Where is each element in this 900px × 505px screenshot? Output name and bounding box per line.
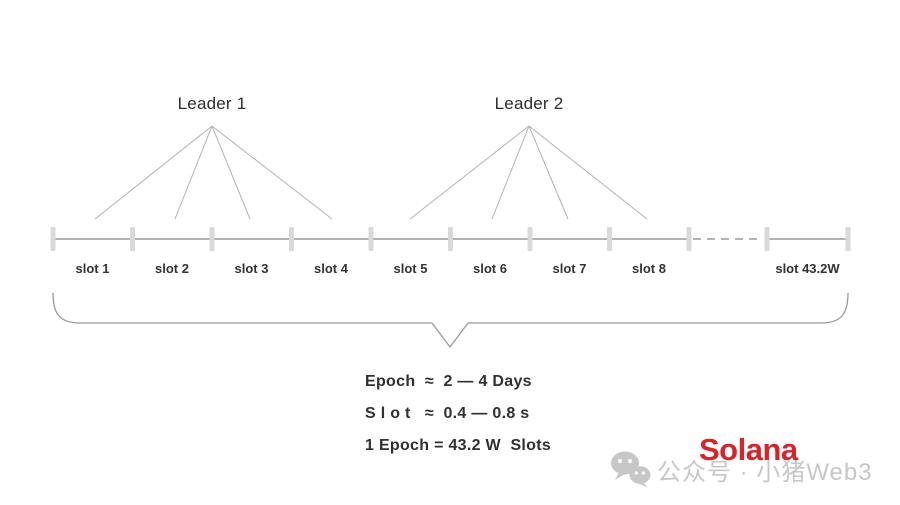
watermark: 公众号 · 小猪Web3 xyxy=(610,450,873,488)
legend-epoch-slots: 1 Epoch = 43.2 W Slots xyxy=(365,437,552,454)
slot-label-8: slot 8 xyxy=(632,261,666,276)
leader1-label: Leader 1 xyxy=(177,94,247,113)
epoch-brace xyxy=(52,292,849,348)
slot-label-1: slot 1 xyxy=(75,261,110,276)
wechat-icon xyxy=(611,451,651,488)
leader2-label: Leader 2 xyxy=(494,94,564,113)
slot-label-3: slot 3 xyxy=(234,261,269,276)
slot-label-4: slot 4 xyxy=(314,261,348,276)
legend-epoch-duration: Epoch ≈ 2 — 4 Days xyxy=(365,373,532,390)
leader2-fan-lines xyxy=(409,125,648,220)
slot-label-last: slot 43.2W xyxy=(775,261,840,276)
leader1-fan-lines xyxy=(94,125,333,220)
slot-label-2: slot 2 xyxy=(155,261,189,276)
slot-label-5: slot 5 xyxy=(393,261,428,276)
timeline-ticks xyxy=(50,227,851,251)
solana-logo: Solana xyxy=(699,432,798,467)
watermark-text: 公众号 · 小猪Web3 xyxy=(657,458,873,486)
slot-label-7: slot 7 xyxy=(552,261,587,276)
legend-slot-duration: S l o t ≈ 0.4 — 0.8 s xyxy=(365,405,530,422)
epoch-legend: Epoch ≈ 2 — 4 Days S l o t ≈ 0.4 — 0.8 s… xyxy=(365,371,551,467)
slot-label-6: slot 6 xyxy=(473,261,507,276)
